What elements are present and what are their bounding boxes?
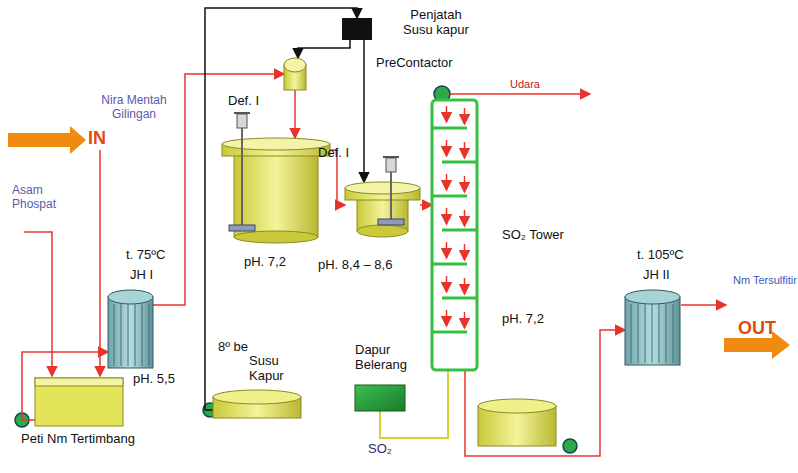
- node-label: JH I: [130, 268, 170, 283]
- node-label: Susu Kapur: [249, 354, 295, 384]
- node-label: Peti Nm Tertimbang: [21, 432, 171, 447]
- stream-label: Asam Phospat: [12, 184, 68, 212]
- pipe-connector: [420, 204, 432, 206]
- sulfur-furnace: Dapur Belerang: [355, 385, 405, 411]
- precontactor-shape: [284, 58, 306, 90]
- heater-shape: [625, 290, 680, 365]
- lime-tank-shape: [213, 390, 301, 418]
- node-label: SO₂ Tower: [502, 228, 592, 243]
- node-label: Def. I: [318, 146, 358, 161]
- tank-box-shape: [35, 378, 123, 426]
- heater: t. 105ºCJH II: [625, 290, 680, 365]
- pipe-connector: [363, 40, 365, 182]
- node-label: pH. 7,2: [244, 255, 304, 270]
- defecator-tank: Def. IpH. 8,4 – 8,6: [345, 182, 420, 237]
- node-label: pH. 7,2: [502, 312, 562, 327]
- heater-shape: [108, 290, 153, 368]
- stream-label: OUT: [738, 318, 794, 339]
- precontactor: PreContactor: [284, 58, 306, 90]
- node-label: pH. 5,5: [133, 372, 193, 387]
- sulfur-furnace-shape: [355, 385, 405, 411]
- node-label: PreContactor: [376, 56, 466, 71]
- node-label: Dapur Belerang: [355, 343, 415, 373]
- node-label: t. 75ºC: [126, 248, 186, 263]
- defecator-tank-shape: [222, 138, 330, 243]
- node-label: Penjatah Susu kapur: [394, 8, 478, 38]
- stream-label: Nira Mentah Gilingan: [96, 94, 172, 122]
- pipe-connector: [294, 90, 296, 138]
- stream-label: IN: [88, 128, 128, 149]
- pipe-connector: [298, 40, 350, 58]
- stream-label: Udara: [510, 78, 560, 91]
- tank-box: Peti Nm TertimbangpH. 5,5: [35, 378, 123, 426]
- node-label: JH II: [643, 268, 683, 283]
- edge-label: SO₂: [366, 442, 394, 457]
- sulfitation-tower: SO₂ TowerpH. 7,2: [432, 100, 477, 370]
- dosing-box-shape: [342, 18, 372, 40]
- node-label: pH. 8,4 – 8,6: [318, 258, 418, 273]
- defecator-tank-shape: [345, 182, 420, 237]
- node-label: 8º be: [218, 340, 268, 355]
- heater: t. 75ºCJH I: [108, 290, 153, 368]
- defecator-tank: Def. IpH. 7,2: [222, 138, 330, 243]
- dosing-box: Penjatah Susu kapur: [342, 18, 372, 40]
- stream-label: Nm Tersulfitir: [733, 274, 797, 287]
- sulfitation-tower-shape: [432, 100, 477, 370]
- pipe-connector: [465, 330, 625, 456]
- lime-tank: 8º beSusu Kapur: [213, 390, 301, 418]
- node-label: t. 105ºC: [637, 248, 707, 263]
- pipe-connector: [205, 8, 357, 410]
- node-label: Def. I: [228, 94, 278, 109]
